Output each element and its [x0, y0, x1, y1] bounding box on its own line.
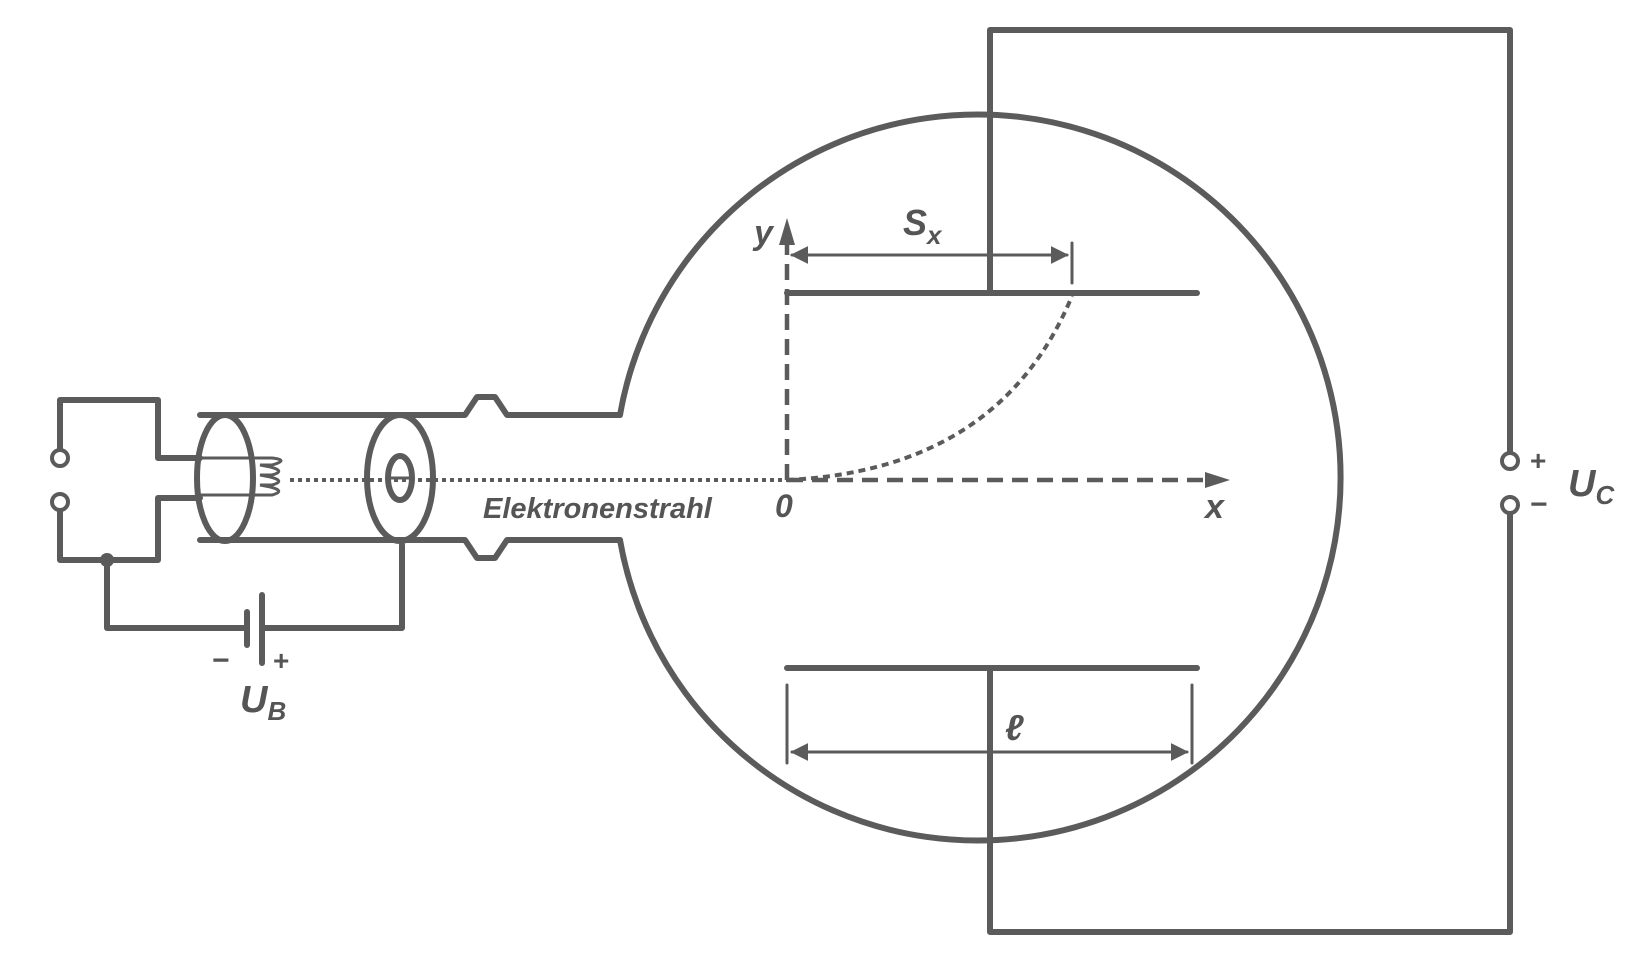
deflection-label: Sx: [903, 202, 943, 250]
anode-ring: [364, 412, 436, 544]
plate-length-label: ℓ: [1005, 707, 1024, 748]
heater-terminal-top[interactable]: [50, 448, 70, 468]
capacitor-wire-bottom: [987, 510, 1513, 935]
x-axis-arrowhead: [1205, 472, 1230, 488]
y-axis-label: y: [752, 214, 775, 252]
battery-wire-left: [104, 557, 250, 631]
capacitor-terminal-plus[interactable]: [1500, 451, 1520, 471]
capacitor-minus-sign: −: [1530, 488, 1548, 521]
beam-label: Elektronenstrahl: [483, 493, 713, 525]
capacitor-wire-top: [987, 27, 1513, 458]
x-axis-label: x: [1203, 488, 1226, 526]
battery-wire-right: [259, 542, 405, 631]
origin-label: 0: [775, 488, 793, 524]
heater-cylinder: [194, 412, 293, 544]
tube-glass-top: [197, 111, 1344, 844]
capacitor-voltage-label: UC: [1568, 463, 1615, 510]
heater-terminal-bottom[interactable]: [50, 492, 70, 512]
heater-filament-coil-icon: [198, 456, 283, 497]
capacitor-plus-sign: +: [1530, 445, 1546, 476]
heater-wire-top: [57, 397, 203, 461]
tube-glass-bottom: [197, 537, 623, 561]
battery-voltage-label: UB: [240, 679, 286, 726]
battery-minus-sign: −: [212, 644, 230, 677]
electron-trajectory: [786, 295, 1074, 482]
y-axis-arrowhead: [779, 218, 795, 245]
capacitor-circuit: + − UC: [987, 27, 1615, 935]
battery-plus-sign: +: [273, 645, 289, 676]
capacitor-terminal-minus[interactable]: [1500, 495, 1520, 515]
heater-wire-bottom: [57, 495, 203, 563]
